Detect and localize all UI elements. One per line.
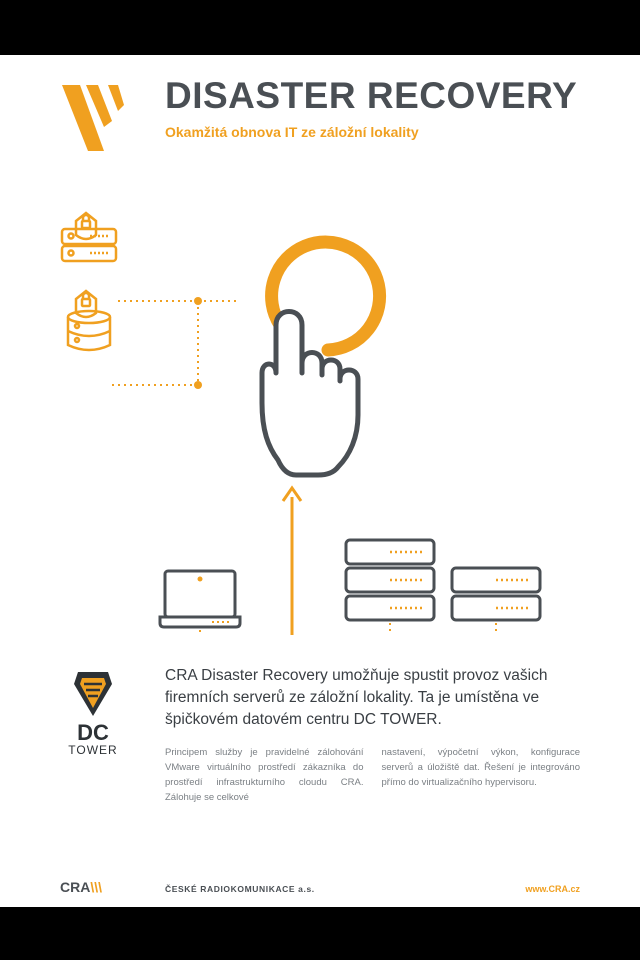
laptop-icon	[158, 569, 242, 629]
footer-company: ČESKÉ RADIOKOMUNIKACE a.s.	[165, 884, 315, 894]
body-column-2: nastavení, výpočetní výkon, konfigurace …	[381, 747, 581, 788]
footer-logo-text: CRA	[60, 879, 91, 895]
lead-paragraph: CRA Disaster Recovery umožňuje spustit p…	[165, 667, 548, 728]
poster-page: DISASTER RECOVERY Okamžitá obnova IT ze …	[0, 55, 640, 907]
page-subtitle: Okamžitá obnova IT ze záložní lokality	[165, 124, 419, 140]
secondary-server-stack-icon	[450, 566, 542, 622]
footer-logo: CRA\\\	[60, 879, 102, 895]
body-text: Principem služby je pravidelné zálohován…	[165, 745, 580, 805]
body-column-1: Principem služby je pravidelné zálohován…	[165, 747, 364, 803]
pointing-hand-icon	[259, 309, 361, 478]
network-connectors	[199, 623, 497, 635]
cra-mark-icon: \\\	[90, 879, 103, 895]
footer-website-link[interactable]: www.CRA.cz	[525, 884, 580, 894]
power-ring-icon	[265, 235, 387, 357]
cra-brand-logo	[62, 85, 124, 151]
page-title: DISASTER RECOVERY	[165, 75, 578, 116]
dc-tower-logo: DC TOWER	[58, 670, 128, 757]
dc-logo-line2: TOWER	[68, 743, 118, 757]
backup-server-lock-icon	[60, 211, 118, 263]
arrow-up-icon	[281, 485, 303, 635]
dc-logo-line1: DC	[77, 720, 109, 745]
backup-database-lock-icon	[66, 289, 112, 352]
backup-connectors	[112, 297, 240, 389]
primary-server-stack-icon	[344, 538, 436, 622]
dc-tower-shield-icon	[74, 672, 112, 716]
disaster-recovery-illustration	[60, 211, 542, 635]
